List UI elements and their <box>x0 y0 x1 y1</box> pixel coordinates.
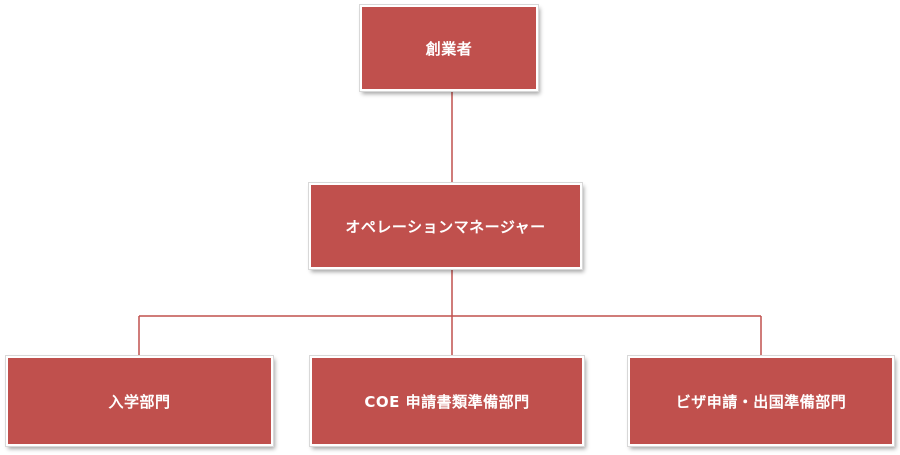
founder-label: 創業者 <box>425 39 473 58</box>
visa-department-label: ビザ申請・出国準備部門 <box>675 392 847 411</box>
founder-node: 創業者 <box>359 4 539 92</box>
admissions-department-node: 入学部門 <box>5 355 274 447</box>
operations-manager-label: オペレーションマネージャー <box>345 217 546 236</box>
admissions-department-label: 入学部門 <box>108 392 171 411</box>
operations-manager-node: オペレーションマネージャー <box>308 182 583 270</box>
coe-department-label: COE 申請書類準備部門 <box>364 392 530 411</box>
coe-department-node: COE 申請書類準備部門 <box>309 355 585 447</box>
visa-department-node: ビザ申請・出国準備部門 <box>627 355 895 447</box>
